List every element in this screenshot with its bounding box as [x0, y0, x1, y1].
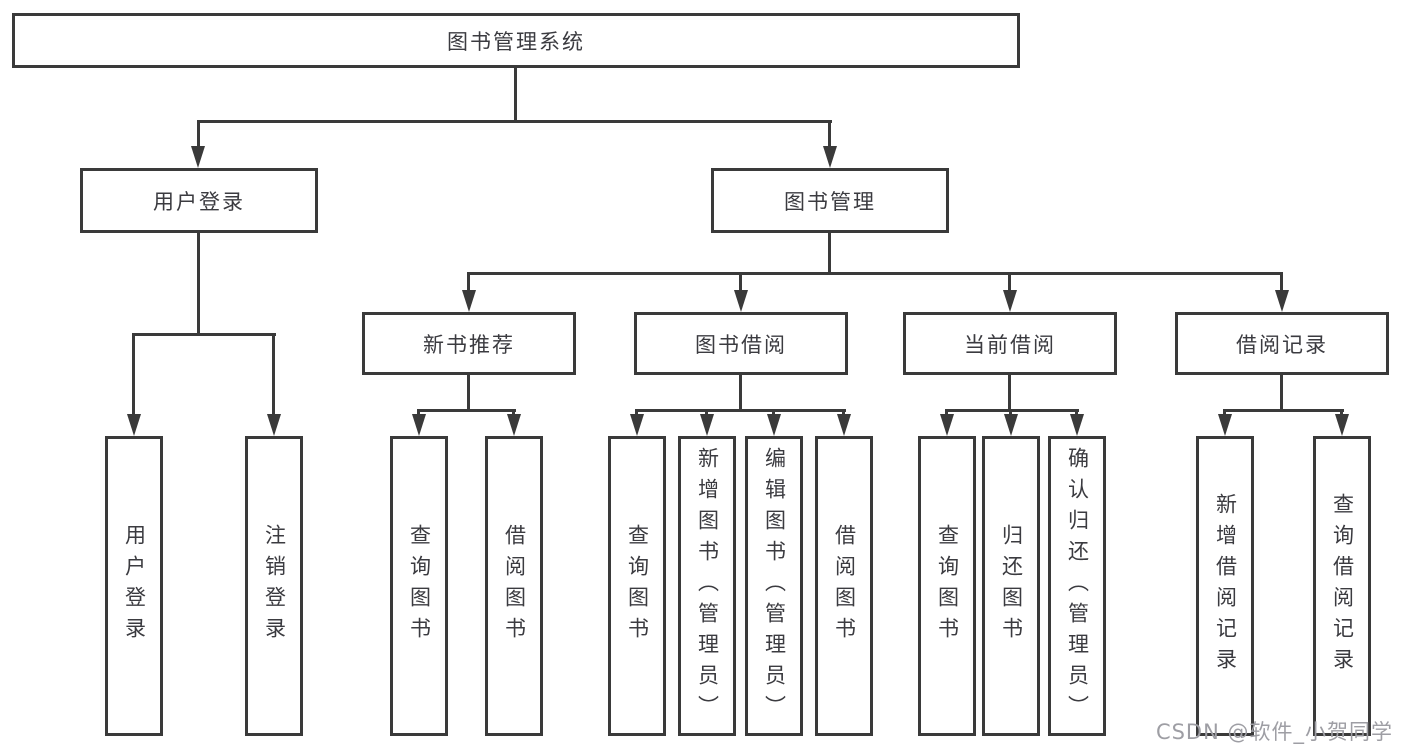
leaf-return-book: 归还图书: [982, 436, 1040, 736]
connector: [133, 333, 276, 336]
leaf-edit-book-admin: 编辑图书（管理员）: [745, 436, 803, 736]
leaf-label: 借阅图书: [502, 524, 527, 648]
node-new-book-recommend: 新书推荐: [362, 312, 576, 375]
leaf-borrow-book-2: 借阅图书: [815, 436, 873, 736]
connector: [272, 333, 275, 416]
leaf-query-book-1: 查询图书: [390, 436, 448, 736]
connector: [945, 409, 948, 418]
leaf-confirm-return-admin: 确认归还（管理员）: [1048, 436, 1106, 736]
node-current-borrow: 当前借阅: [903, 312, 1117, 375]
connector: [705, 409, 708, 418]
arrow-down-icon: [630, 414, 644, 436]
leaf-borrow-book-1: 借阅图书: [485, 436, 543, 736]
connector: [1280, 272, 1283, 294]
leaf-label: 查询图书: [407, 524, 432, 648]
arrow-down-icon: [734, 290, 748, 312]
arrow-down-icon: [1335, 414, 1349, 436]
leaf-label: 确认归还（管理员）: [1065, 446, 1090, 726]
connector: [1008, 272, 1011, 294]
leaf-user-login: 用户登录: [105, 436, 163, 736]
arrow-down-icon: [191, 146, 205, 168]
arrow-down-icon: [127, 414, 141, 436]
connector: [772, 409, 775, 418]
arrow-down-icon: [462, 290, 476, 312]
connector: [468, 272, 1283, 275]
connector: [635, 409, 638, 418]
connector: [197, 233, 200, 336]
node-user-login: 用户登录: [80, 168, 318, 233]
leaf-label: 归还图书: [999, 524, 1024, 648]
arrow-down-icon: [412, 414, 426, 436]
connector: [739, 375, 742, 412]
arrow-down-icon: [1004, 414, 1018, 436]
leaf-query-book-3: 查询图书: [918, 436, 976, 736]
connector: [197, 120, 200, 150]
connector: [467, 375, 470, 412]
arrow-down-icon: [940, 414, 954, 436]
arrow-down-icon: [1003, 290, 1017, 312]
leaf-add-borrow-record: 新增借阅记录: [1196, 436, 1254, 736]
connector: [417, 409, 420, 418]
leaf-label: 编辑图书（管理员）: [762, 446, 787, 726]
connector: [1280, 375, 1283, 412]
leaf-label: 新增图书（管理员）: [695, 446, 720, 726]
connector: [739, 272, 742, 294]
connector: [1009, 409, 1012, 418]
connector: [512, 409, 515, 418]
connector: [842, 409, 845, 418]
connector: [197, 120, 832, 123]
arrow-down-icon: [1218, 414, 1232, 436]
watermark: CSDN @软件_小贺同学: [1155, 720, 1393, 744]
connector: [418, 409, 516, 412]
connector: [636, 409, 846, 412]
node-root-system: 图书管理系统: [12, 13, 1020, 68]
leaf-query-book-2: 查询图书: [608, 436, 666, 736]
node-book-management: 图书管理: [711, 168, 949, 233]
arrow-down-icon: [507, 414, 521, 436]
connector: [1223, 409, 1226, 418]
connector: [828, 120, 831, 150]
connector: [1008, 375, 1011, 412]
leaf-label: 查询图书: [625, 524, 650, 648]
arrow-down-icon: [823, 146, 837, 168]
connector: [1224, 409, 1344, 412]
arrow-down-icon: [837, 414, 851, 436]
arrow-down-icon: [700, 414, 714, 436]
arrow-down-icon: [1275, 290, 1289, 312]
arrow-down-icon: [767, 414, 781, 436]
leaf-logout: 注销登录: [245, 436, 303, 736]
connector: [1075, 409, 1078, 418]
leaf-label: 新增借阅记录: [1213, 493, 1238, 679]
connector: [1340, 409, 1343, 418]
leaf-add-book-admin: 新增图书（管理员）: [678, 436, 736, 736]
leaf-label: 查询图书: [935, 524, 960, 648]
connector: [828, 233, 831, 275]
connector: [514, 68, 517, 120]
leaf-label: 注销登录: [262, 524, 287, 648]
node-book-borrow: 图书借阅: [634, 312, 848, 375]
connector: [132, 333, 135, 416]
leaf-label: 借阅图书: [832, 524, 857, 648]
leaf-label: 用户登录: [122, 524, 147, 648]
node-borrow-record: 借阅记录: [1175, 312, 1389, 375]
arrow-down-icon: [1070, 414, 1084, 436]
arrow-down-icon: [267, 414, 281, 436]
leaf-label: 查询借阅记录: [1330, 493, 1355, 679]
connector: [467, 272, 470, 294]
leaf-query-borrow-record: 查询借阅记录: [1313, 436, 1371, 736]
connector: [946, 409, 1079, 412]
